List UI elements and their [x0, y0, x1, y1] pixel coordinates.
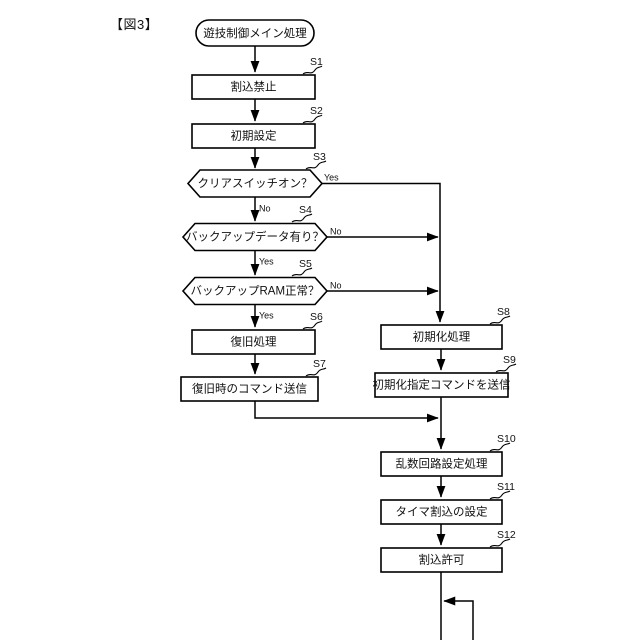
node-s5: バックアップRAM正常？	[181, 276, 329, 306]
step-label-s10: S10	[497, 433, 516, 445]
branch-label-s5-yes: Yes	[259, 310, 274, 320]
leader-s6	[302, 320, 323, 330]
node-start: 遊技制御メイン処理	[195, 19, 315, 47]
node-s11-label: タイマ割込の設定	[396, 505, 488, 519]
leader-s11	[489, 490, 511, 500]
branch-label-s3-no: No	[259, 203, 271, 213]
step-label-s1: S1	[310, 56, 323, 68]
connector-s7-to-trunk	[254, 401, 439, 423]
node-s4-label: バックアップデータ有り？	[186, 230, 324, 244]
node-s3: クリアスイッチオン？	[186, 169, 324, 198]
node-s3-label: クリアスイッチオン？	[198, 177, 313, 190]
node-s9-label: 初期化指定コマンドを送信	[373, 378, 511, 392]
node-s5-label: バックアップRAM正常？	[190, 285, 319, 298]
leader-s4	[291, 213, 313, 223]
node-s1-label: 割込禁止	[231, 80, 277, 94]
node-s10: 乱数回路設定処理	[380, 451, 503, 477]
node-s12-label: 割込許可	[419, 553, 465, 567]
node-start-label: 遊技制御メイン処理	[203, 26, 307, 40]
node-s8: 初期化処理	[380, 324, 503, 350]
node-s4: バックアップデータ有り？	[181, 222, 329, 252]
leader-s12	[489, 538, 511, 548]
leader-s3	[305, 160, 327, 170]
node-s8-label: 初期化処理	[413, 330, 471, 344]
branch-label-s3-yes: Yes	[324, 172, 339, 182]
step-label-s3: S3	[313, 151, 326, 163]
connector-s3-yes-to-s8	[322, 182, 445, 323]
branch-label-s4-no: No	[330, 226, 342, 236]
step-label-s8: S8	[497, 306, 510, 318]
node-s12: 割込許可	[380, 547, 503, 573]
leader-s7	[305, 367, 327, 377]
step-label-s5: S5	[299, 258, 312, 270]
node-s7: 復旧時のコマンド送信	[180, 376, 319, 402]
leader-s1	[302, 65, 323, 75]
figure-title: 【図3】	[110, 17, 159, 32]
step-label-s11: S11	[497, 481, 515, 493]
step-label-s4: S4	[299, 204, 312, 216]
step-label-s6: S6	[310, 311, 323, 323]
node-s2-label: 初期設定	[231, 129, 277, 143]
step-label-s9: S9	[503, 354, 516, 366]
step-label-s12: S12	[497, 529, 516, 541]
leader-s5	[291, 267, 313, 277]
leader-s8	[489, 315, 511, 325]
step-label-s2: S2	[310, 105, 323, 117]
node-s6-label: 復旧処理	[231, 335, 277, 349]
node-s6: 復旧処理	[191, 329, 316, 355]
leader-s9	[495, 363, 517, 373]
node-s1: 割込禁止	[191, 74, 316, 100]
node-s10-label: 乱数回路設定処理	[396, 457, 488, 471]
leader-s2	[302, 114, 323, 124]
node-s9: 初期化指定コマンドを送信	[373, 372, 511, 398]
connector-loop-back	[443, 596, 474, 640]
branch-label-s5-no: No	[330, 280, 342, 290]
step-label-s7: S7	[313, 358, 326, 370]
node-s7-label: 復旧時のコマンド送信	[192, 382, 307, 396]
leader-s10	[489, 442, 511, 452]
node-s2: 初期設定	[191, 123, 316, 149]
branch-label-s4-yes: Yes	[259, 256, 274, 266]
node-s11: タイマ割込の設定	[380, 499, 503, 525]
